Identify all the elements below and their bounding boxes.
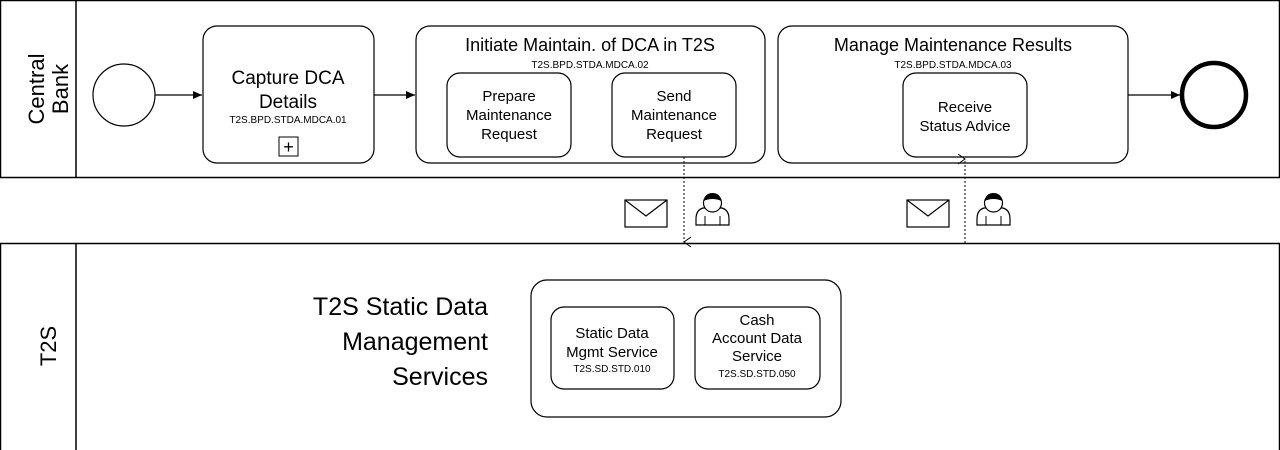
services-title-line2: Management bbox=[342, 328, 488, 356]
task-prepare-line2: Maintenance bbox=[466, 107, 552, 124]
services-title-line1: T2S Static Data bbox=[313, 293, 488, 321]
task-capture-line2: Details bbox=[259, 92, 317, 113]
task-prepare-line1: Prepare bbox=[482, 88, 535, 105]
task-capture-code: T2S.BPD.STDA.MDCA.01 bbox=[229, 115, 347, 126]
service-static-line1: Static Data bbox=[575, 325, 649, 342]
subprocess-initiate-code: T2S.BPD.STDA.MDCA.02 bbox=[531, 60, 649, 71]
service-cash-line2: Account Data bbox=[712, 330, 803, 347]
task-send-line1: Send bbox=[656, 88, 691, 105]
user-icon bbox=[976, 193, 1011, 226]
pool-label-bank: Bank bbox=[48, 63, 73, 114]
task-send-line3: Request bbox=[646, 126, 703, 143]
end-event[interactable] bbox=[1179, 60, 1249, 130]
user-icon bbox=[695, 193, 730, 226]
task-send-line2: Maintenance bbox=[631, 107, 717, 124]
service-static-code: T2S.SD.STD.010 bbox=[573, 364, 651, 375]
task-send-maintenance-request[interactable]: Send Maintenance Request bbox=[611, 72, 737, 158]
task-receive-line1: Receive bbox=[938, 99, 992, 116]
subprocess-manage-code: T2S.BPD.STDA.MDCA.03 bbox=[894, 60, 1012, 71]
task-receive-line2: Status Advice bbox=[920, 118, 1011, 135]
subprocess-marker[interactable] bbox=[278, 136, 299, 157]
service-cash-line3: Service bbox=[732, 348, 782, 365]
subprocess-plus-icon: + bbox=[283, 137, 294, 157]
service-cash-line1: Cash bbox=[739, 312, 774, 329]
envelope-icon bbox=[906, 199, 950, 228]
service-cash-code: T2S.SD.STD.050 bbox=[718, 369, 796, 380]
pool-label-t2s: T2S bbox=[36, 326, 61, 366]
subprocess-manage-title: Manage Maintenance Results bbox=[834, 35, 1072, 55]
task-capture-dca-details[interactable]: Capture DCA Details T2S.BPD.STDA.MDCA.01… bbox=[202, 25, 375, 164]
service-cash-account-data[interactable]: Cash Account Data Service T2S.SD.STD.050 bbox=[694, 306, 821, 390]
task-receive-status-advice[interactable]: Receive Status Advice bbox=[902, 72, 1028, 158]
service-static-line2: Mgmt Service bbox=[566, 344, 658, 361]
service-static-data-mgmt[interactable]: Static Data Mgmt Service T2S.SD.STD.010 bbox=[550, 306, 675, 390]
services-container[interactable]: Static Data Mgmt Service T2S.SD.STD.010 … bbox=[530, 279, 842, 418]
start-event[interactable] bbox=[92, 63, 156, 127]
task-capture-line1: Capture DCA bbox=[232, 68, 345, 89]
services-title-line3: Services bbox=[392, 363, 488, 391]
envelope-icon bbox=[624, 199, 668, 228]
subprocess-initiate-title: Initiate Maintain. of DCA in T2S bbox=[465, 35, 715, 55]
subprocess-initiate-maintain[interactable]: Initiate Maintain. of DCA in T2S T2S.BPD… bbox=[415, 25, 766, 164]
subprocess-manage-maintenance-results[interactable]: Manage Maintenance Results T2S.BPD.STDA.… bbox=[777, 25, 1129, 164]
task-prepare-line3: Request bbox=[481, 126, 538, 143]
task-prepare-maintenance-request[interactable]: Prepare Maintenance Request bbox=[446, 72, 572, 158]
pool-label-central: Central bbox=[24, 54, 49, 125]
